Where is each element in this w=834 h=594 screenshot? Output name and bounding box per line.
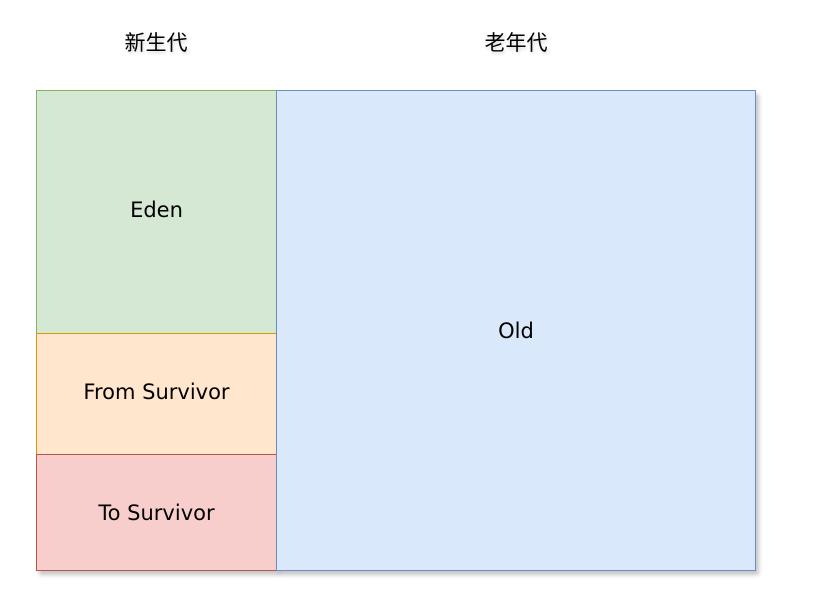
eden-label: Eden xyxy=(130,198,183,222)
eden-region: Eden xyxy=(36,90,277,334)
to-survivor-region: To Survivor xyxy=(36,454,277,571)
to-survivor-label: To Survivor xyxy=(98,500,215,525)
old-label: Old xyxy=(498,318,534,343)
old-region: Old xyxy=(276,90,756,571)
from-survivor-region: From Survivor xyxy=(36,333,277,455)
old-generation-header: 老年代 xyxy=(484,31,548,55)
from-survivor-label: From Survivor xyxy=(83,380,230,404)
young-generation-header: 新生代 xyxy=(124,31,188,55)
